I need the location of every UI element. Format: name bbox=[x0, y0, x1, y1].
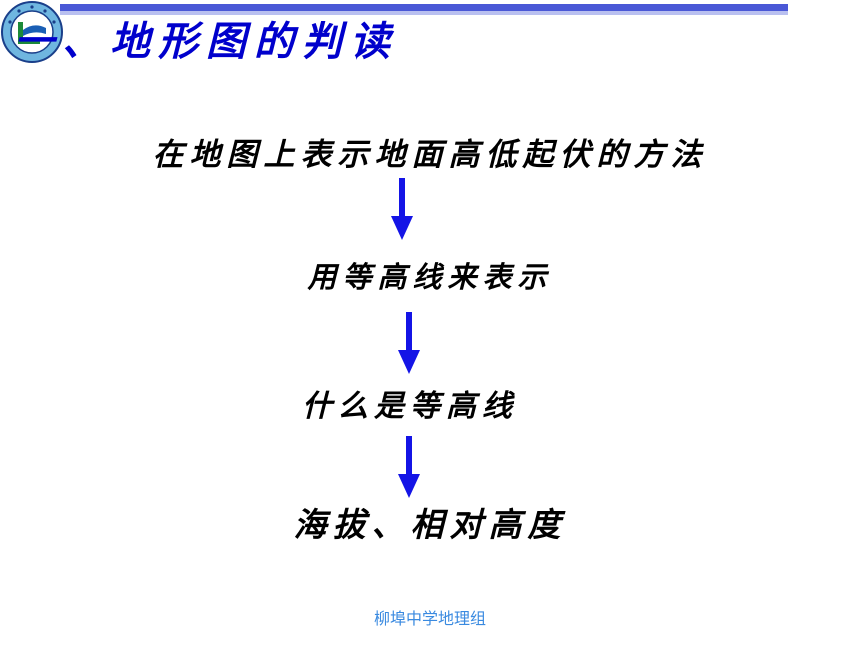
header-bar-accent bbox=[60, 11, 788, 15]
step-1-text: 在地图上表示地面高低起伏的方法 bbox=[152, 137, 708, 173]
step-2-text: 用等高线来表示 bbox=[307, 260, 553, 294]
header-bar bbox=[60, 4, 788, 11]
step-4-text: 海拔、相对高度 bbox=[293, 505, 567, 544]
footer-text: 柳埠中学地理组 bbox=[373, 609, 486, 628]
slide-title: 一、地形图的判读 bbox=[14, 18, 398, 65]
school-logo bbox=[1, 1, 63, 63]
down-arrow-icon bbox=[391, 178, 413, 240]
down-arrow-icon bbox=[398, 436, 420, 498]
step-3-text: 什么是等高线 bbox=[302, 389, 518, 424]
down-arrow-icon bbox=[398, 312, 420, 374]
